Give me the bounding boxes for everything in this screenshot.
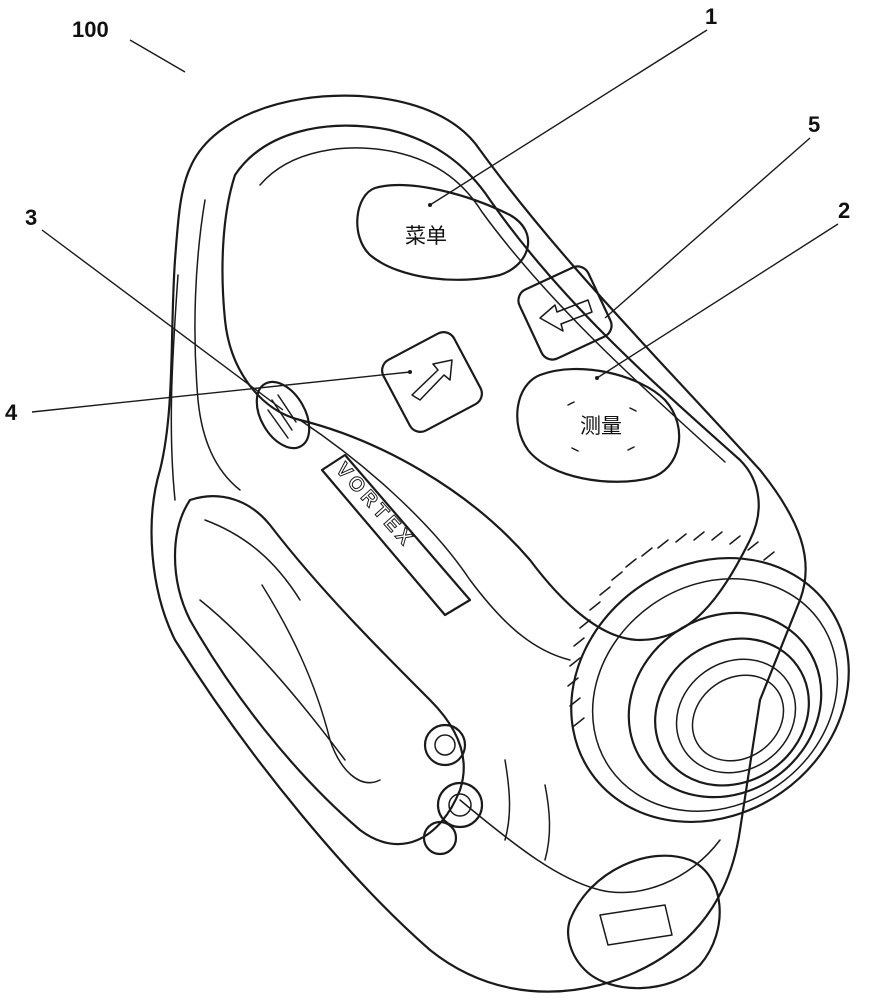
callout-dot-2 bbox=[595, 376, 599, 380]
callout-leader-5 bbox=[605, 138, 810, 318]
callout-leader-4 bbox=[32, 372, 410, 412]
callout-number-3: 3 bbox=[25, 205, 37, 230]
bottom-curve-2 bbox=[545, 785, 550, 860]
grip-rib-3 bbox=[205, 520, 300, 600]
callout-leader-2 bbox=[597, 224, 838, 378]
grip-rib-1 bbox=[200, 600, 345, 760]
side-dial-1-center bbox=[435, 735, 455, 755]
focus-ring-outer bbox=[520, 504, 887, 875]
left-arrow-icon bbox=[540, 300, 592, 331]
callout-dot-1 bbox=[428, 203, 432, 207]
right-arrow-button[interactable] bbox=[378, 328, 486, 436]
callout-leader-1 bbox=[430, 30, 707, 205]
callout-number-5: 5 bbox=[808, 112, 820, 137]
callout-number-4: 4 bbox=[5, 400, 18, 425]
grip-rib-2 bbox=[262, 585, 380, 783]
right-arrow-button-outline[interactable] bbox=[378, 328, 486, 436]
measure-button-label: 测量 bbox=[580, 414, 622, 438]
rubber-armor-edge bbox=[300, 420, 570, 660]
lens-barrel bbox=[593, 576, 858, 835]
left-arrow-button-outline[interactable] bbox=[515, 263, 616, 364]
grip-panel bbox=[175, 496, 464, 844]
measure-button[interactable]: 测量 bbox=[517, 369, 679, 482]
bottom-seam bbox=[460, 800, 720, 893]
lens-rim bbox=[626, 609, 837, 815]
focus-ring-inner bbox=[547, 531, 883, 858]
callouts: 1 5 2 3 4 bbox=[5, 4, 850, 425]
side-ridge-left bbox=[195, 200, 240, 490]
menu-button[interactable]: 菜单 bbox=[357, 185, 528, 280]
callout-number-1: 1 bbox=[705, 4, 717, 29]
bottom-curve bbox=[505, 760, 510, 840]
callout-number-2: 2 bbox=[838, 198, 850, 223]
battery-cap-slot bbox=[600, 905, 672, 945]
side-dial-3 bbox=[424, 822, 456, 854]
lens-glass-inner bbox=[676, 658, 801, 779]
device-reference-label: 100 bbox=[72, 17, 109, 42]
top-plate-inner-edge bbox=[260, 148, 725, 462]
objective-lens-assembly bbox=[520, 504, 887, 875]
right-arrow-icon bbox=[412, 360, 452, 400]
rangefinder-body bbox=[152, 96, 806, 992]
focus-ring-knurling bbox=[568, 532, 774, 726]
callout-dot-4 bbox=[408, 370, 412, 374]
left-arrow-button[interactable] bbox=[515, 263, 616, 364]
callout-leader-3 bbox=[42, 230, 283, 410]
device-reference-leader bbox=[130, 40, 185, 72]
brand-plate: VORTEX bbox=[322, 455, 470, 615]
menu-button-label: 菜单 bbox=[405, 224, 447, 248]
side-dials bbox=[424, 725, 482, 854]
